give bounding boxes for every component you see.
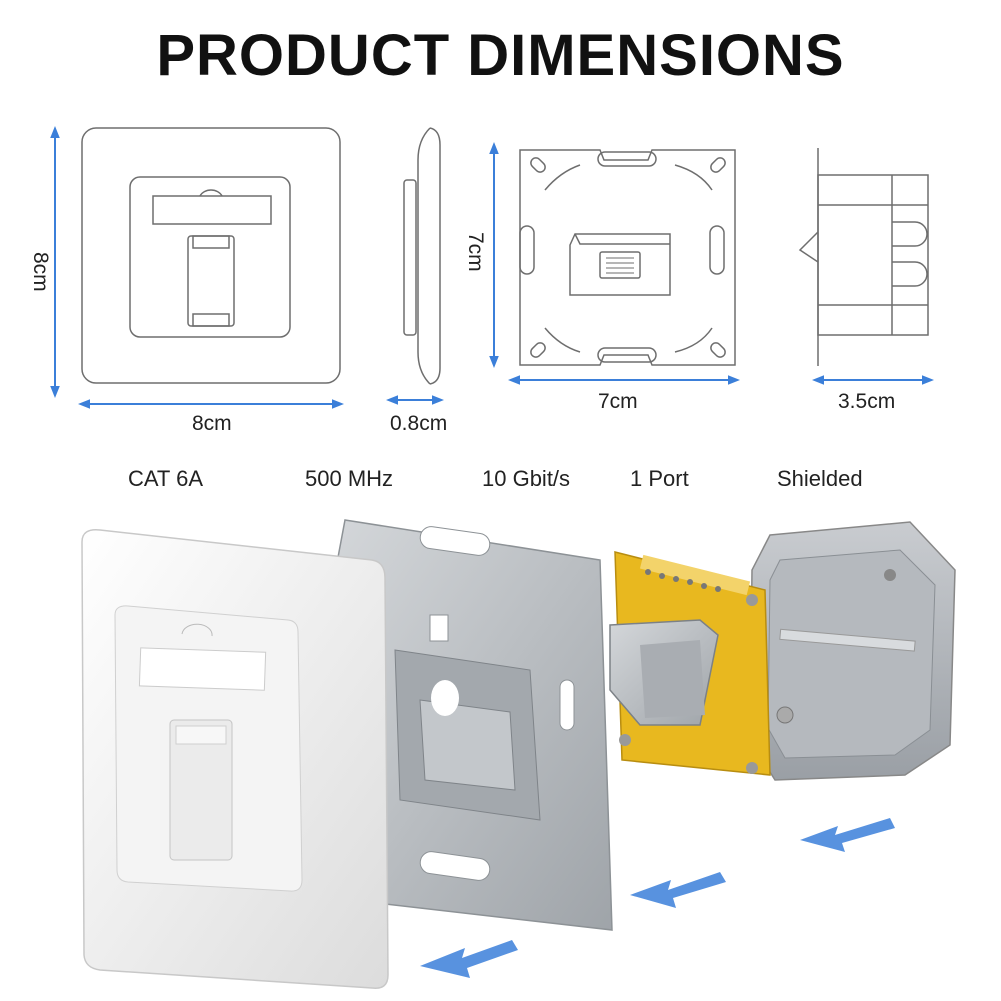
arrow-left-icon <box>420 940 518 978</box>
faceplate-height-label: 8cm <box>29 252 52 292</box>
module-depth-label: 3.5cm <box>838 390 896 413</box>
arrow-left-icon <box>630 872 726 908</box>
spec-speed: 10 Gbit/s <box>482 466 571 491</box>
frame-height-label: 7cm <box>464 232 487 272</box>
faceplate <box>81 529 389 989</box>
exploded-product-illustration <box>81 519 956 989</box>
faceplate-depth-label: 0.8cm <box>390 412 448 435</box>
frame-width-label: 7cm <box>598 390 638 413</box>
back-box <box>749 521 956 781</box>
spec-frequency: 500 MHz <box>305 466 394 491</box>
page-title: PRODUCT DIMENSIONS <box>156 23 845 88</box>
arrow-left-icon <box>800 818 895 852</box>
spec-ports: 1 Port <box>630 466 689 491</box>
spec-shielding: Shielded <box>777 466 863 491</box>
module-side-drawing <box>798 148 929 366</box>
faceplate-width-label: 8cm <box>192 412 232 435</box>
dimension-drawings <box>50 126 934 409</box>
faceplate-front-drawing <box>81 127 341 384</box>
pcb-module <box>609 551 771 776</box>
frame-front-drawing <box>519 149 736 366</box>
mounting-frame <box>329 519 613 931</box>
spec-category: CAT 6A <box>128 466 203 491</box>
faceplate-side-drawing <box>403 127 441 385</box>
